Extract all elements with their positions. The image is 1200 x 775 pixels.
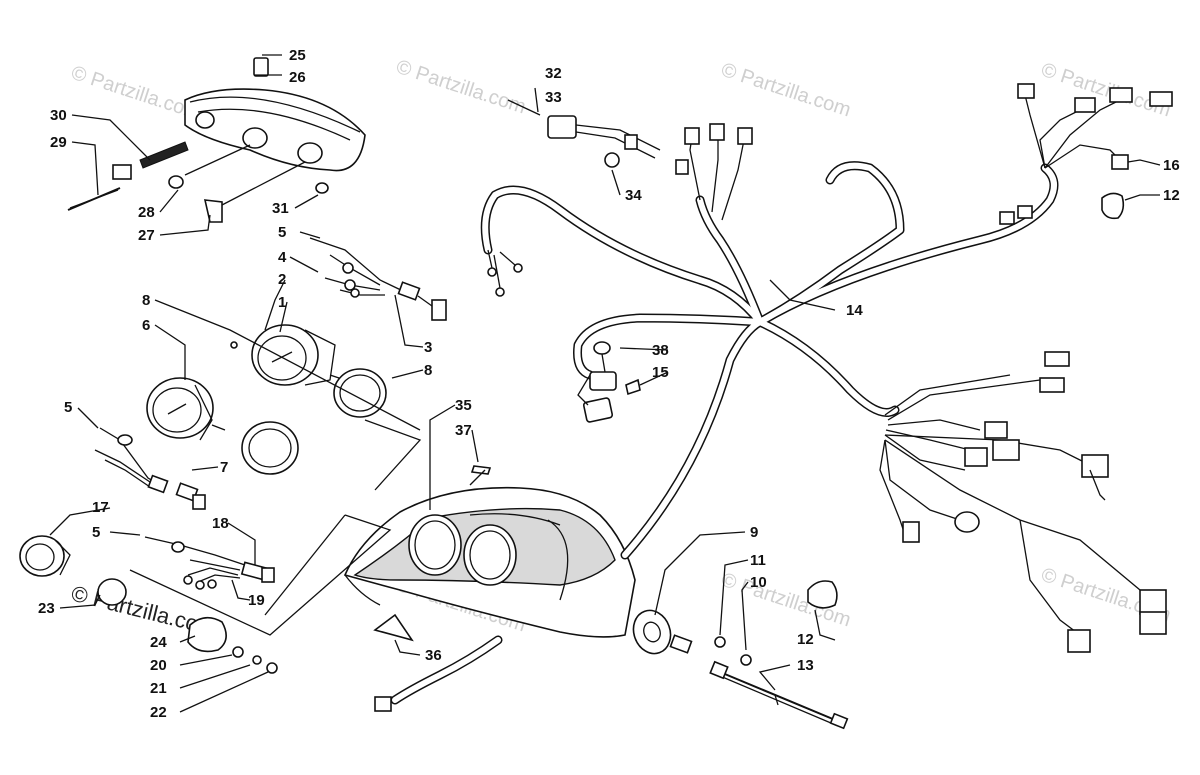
- callout-38: 38: [652, 342, 669, 359]
- callout-1: 1: [278, 294, 286, 311]
- watermark-text: © Partzilla.com: [393, 56, 528, 119]
- washer-part-21: [252, 655, 262, 665]
- callout-27: 27: [138, 227, 155, 244]
- callout-37: 37: [455, 422, 472, 439]
- callout-35: 35: [455, 397, 472, 414]
- bulb-part-28: [168, 175, 184, 189]
- bulb-part-31: [315, 182, 329, 194]
- relay-part-33: [547, 115, 577, 139]
- callout-12: 12: [797, 631, 814, 648]
- callout-13: 13: [797, 657, 814, 674]
- bracket-part-29: [112, 164, 132, 180]
- callout-33: 33: [545, 89, 562, 106]
- callout-14: 14: [846, 302, 863, 319]
- gauge-cluster-parts: [19, 324, 387, 674]
- headlight-assembly: [67, 57, 366, 223]
- gauge-harnesses: [94, 237, 447, 590]
- callout-26: 26: [289, 69, 306, 86]
- watermark-text: © Partzilla.com: [718, 59, 853, 122]
- callout-15: 15: [652, 364, 669, 381]
- screw-part-2: [230, 341, 238, 349]
- socket-part-27: [203, 199, 223, 223]
- clip-part-15: [625, 378, 641, 396]
- callout-3: 3: [424, 339, 432, 356]
- dash-panel: [343, 465, 636, 642]
- decal-part-37: [470, 465, 492, 475]
- callouts: 25 26 30 29 28 27 31 5 4 2 1 3 8 8 6 5 7…: [38, 47, 1180, 721]
- callout-7: 7: [220, 459, 228, 476]
- washer-part-20: [232, 646, 244, 658]
- callout-23: 23: [38, 600, 55, 617]
- callout-11: 11: [750, 552, 766, 569]
- callout-29: 29: [50, 134, 67, 151]
- callout-9: 9: [750, 524, 758, 541]
- spring-part-30: [139, 141, 189, 169]
- callout-5: 5: [92, 524, 100, 541]
- ring-part-8: [333, 368, 387, 418]
- callout-4: 4: [278, 249, 287, 266]
- bracket-part-24: [187, 616, 227, 653]
- callout-8: 8: [424, 362, 432, 379]
- ring-part-8: [241, 421, 299, 475]
- callout-17: 17: [92, 499, 109, 516]
- nut-part-34: [604, 152, 620, 168]
- callout-31: 31: [272, 200, 289, 217]
- clip-part-25: [253, 57, 269, 77]
- callout-18: 18: [212, 515, 229, 532]
- connector: [431, 299, 447, 321]
- callout-12: 12: [1163, 187, 1180, 204]
- callout-30: 30: [50, 107, 67, 124]
- watermark-text: © Partzilla.com: [68, 62, 203, 125]
- nut-part-22: [266, 662, 278, 674]
- nut-part-10: [740, 654, 752, 666]
- callout-10: 10: [750, 574, 767, 591]
- main-harness: [374, 83, 1173, 712]
- speedo-sensor: [632, 580, 849, 730]
- switch-part-38: [593, 341, 611, 355]
- watermark-text: © Partzilla.com: [1038, 59, 1173, 122]
- callout-19: 19: [248, 592, 265, 609]
- callout-24: 24: [150, 634, 167, 651]
- warning-decal-part-36: [373, 613, 414, 642]
- callout-21: 21: [150, 680, 167, 697]
- callout-2: 2: [278, 271, 286, 288]
- gauge-part-17: [19, 535, 65, 577]
- callout-32: 32: [545, 65, 562, 82]
- ring-part-23: [97, 578, 127, 606]
- callout-25: 25: [289, 47, 306, 64]
- callout-8: 8: [142, 292, 150, 309]
- washer-part-11: [714, 636, 726, 648]
- callout-28: 28: [138, 204, 155, 221]
- callout-22: 22: [150, 704, 167, 721]
- callout-6: 6: [142, 317, 150, 334]
- callout-5: 5: [278, 224, 286, 241]
- leader-lines: [49, 54, 1161, 713]
- callout-34: 34: [625, 187, 642, 204]
- callout-16: 16: [1163, 157, 1180, 174]
- callout-20: 20: [150, 657, 167, 674]
- clamp-part-12: [1101, 192, 1125, 220]
- callout-36: 36: [425, 647, 442, 664]
- clamp-part-12: [807, 580, 838, 609]
- callout-5: 5: [64, 399, 72, 416]
- sensor-part-9: [632, 609, 672, 655]
